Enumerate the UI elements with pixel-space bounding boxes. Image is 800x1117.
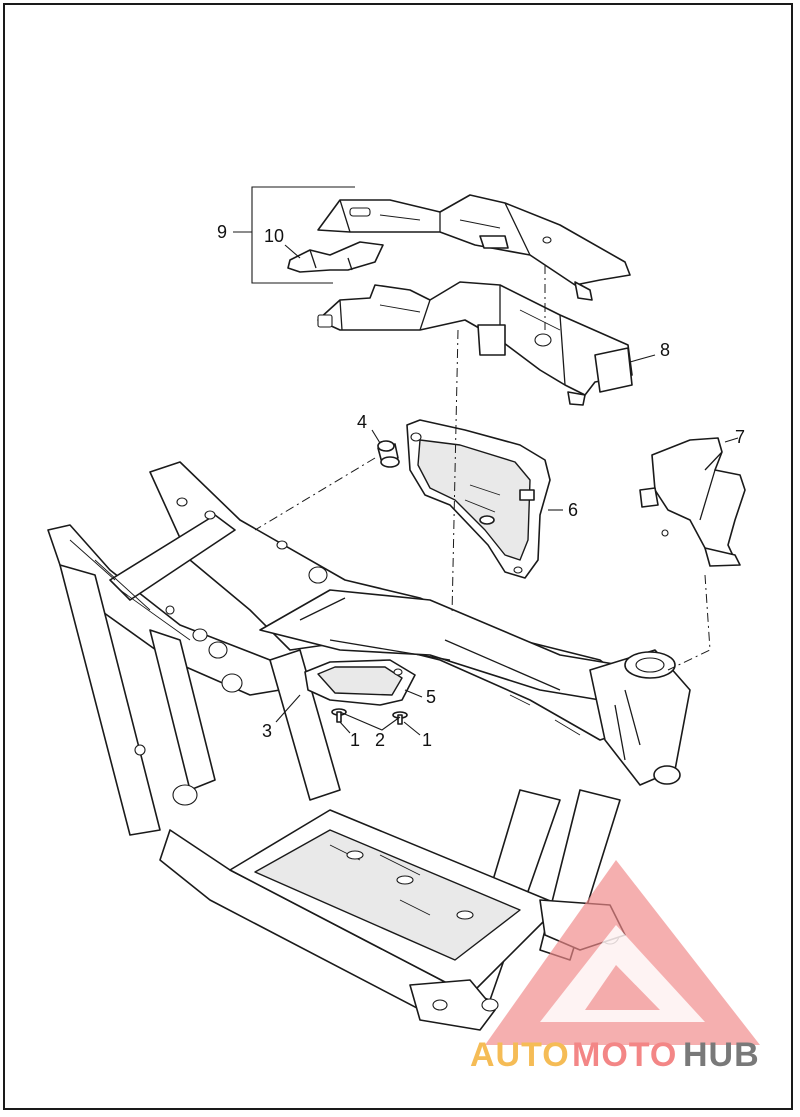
leader-lines bbox=[233, 186, 739, 736]
part-7-front-cover bbox=[639, 437, 746, 567]
callout-8: 8 bbox=[660, 340, 670, 360]
watermark-triangle-core bbox=[585, 965, 660, 1010]
part-6-side-cover bbox=[406, 419, 551, 579]
callout-5: 5 bbox=[426, 687, 436, 707]
callout-3: 3 bbox=[262, 721, 272, 741]
part-10-bracket bbox=[287, 241, 384, 273]
watermark-word-moto: MOTO bbox=[572, 1036, 677, 1074]
part-9-top-cover bbox=[317, 194, 631, 301]
parts-1-2-fasteners bbox=[331, 708, 408, 725]
motorcycle-frame bbox=[47, 461, 691, 1031]
callout-2: 2 bbox=[375, 730, 385, 750]
callout-1-left: 1 bbox=[350, 730, 360, 750]
callout-labels: 9 10 8 4 7 6 5 3 1 2 1 bbox=[217, 222, 745, 750]
part-8-tray bbox=[317, 281, 633, 406]
watermark-word-auto: AUTO bbox=[470, 1036, 570, 1074]
alignment-lines bbox=[254, 265, 711, 671]
callout-7: 7 bbox=[735, 427, 745, 447]
callout-9: 9 bbox=[217, 222, 227, 242]
part-4-grommet bbox=[377, 440, 400, 468]
page-border bbox=[3, 3, 793, 1110]
callout-10: 10 bbox=[264, 226, 284, 246]
part-5-shield bbox=[304, 659, 416, 706]
automotohub-watermark: AUTO MOTO HUB bbox=[470, 860, 760, 1074]
callout-6: 6 bbox=[568, 500, 578, 520]
watermark-word-hub: HUB bbox=[683, 1036, 760, 1074]
callout-4: 4 bbox=[357, 412, 367, 432]
callout-1-right: 1 bbox=[422, 730, 432, 750]
